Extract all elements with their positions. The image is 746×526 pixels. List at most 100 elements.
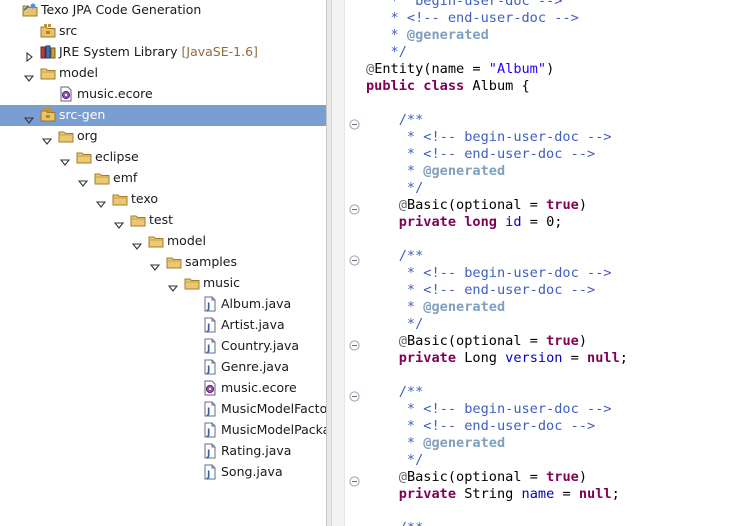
expand-arrow-icon[interactable] bbox=[23, 68, 35, 82]
tree-samples[interactable]: samples bbox=[0, 252, 326, 273]
code-line: * <!-- end-user-doc --> bbox=[366, 418, 595, 435]
project-icon bbox=[22, 2, 38, 18]
expand-arrow-icon[interactable] bbox=[149, 257, 161, 271]
code-token: * bbox=[366, 163, 424, 179]
fold-collapse-icon[interactable] bbox=[349, 115, 360, 130]
expand-arrow-icon[interactable] bbox=[23, 110, 35, 124]
tree-music-ecore2[interactable]: music.ecore bbox=[0, 378, 326, 399]
tree-item-label: model bbox=[59, 65, 98, 81]
code-token: * <!-- end-user-doc --> bbox=[366, 282, 596, 298]
expand-arrow-icon[interactable] bbox=[167, 278, 179, 292]
tree-item-label: Artist.java bbox=[221, 317, 285, 333]
code-token bbox=[366, 350, 399, 366]
ecore-file-icon bbox=[58, 86, 74, 102]
code-line: * <!-- begin-user-doc --> bbox=[366, 129, 612, 146]
svg-text:J: J bbox=[206, 344, 210, 354]
code-line: private Long version = null; bbox=[366, 350, 628, 367]
code-token: = 0; bbox=[521, 214, 563, 230]
tree-item-label: music.ecore bbox=[221, 380, 297, 396]
tree-texo[interactable]: texo bbox=[0, 189, 326, 210]
java-editor[interactable]: * begin-user-doc --> * <!-- end-user-doc… bbox=[332, 0, 746, 526]
fold-collapse-icon[interactable] bbox=[349, 251, 360, 266]
tree-item-decoration: [JavaSE-1.6] bbox=[181, 44, 258, 59]
tree-country-java[interactable]: J Country.java bbox=[0, 336, 326, 357]
expand-arrow-icon[interactable] bbox=[41, 131, 53, 145]
code-line: * begin-user-doc --> bbox=[366, 0, 563, 10]
code-token: true bbox=[546, 197, 579, 213]
tree-model2[interactable]: model bbox=[0, 231, 326, 252]
tree-item-label: Texo JPA Code Generation bbox=[41, 2, 201, 18]
tree-musicmodelfactory[interactable]: J MusicModelFactory bbox=[0, 399, 326, 420]
code-line: /** bbox=[366, 248, 424, 265]
editor-annotation-ruler[interactable] bbox=[332, 0, 345, 526]
code-token: private bbox=[398, 486, 457, 502]
fold-collapse-icon[interactable] bbox=[349, 387, 360, 402]
folder-icon bbox=[94, 170, 110, 186]
tree-musicmodelpackage[interactable]: JMusicModelPackage bbox=[0, 420, 326, 441]
expand-arrow-icon[interactable] bbox=[95, 194, 107, 208]
code-token: public bbox=[366, 78, 416, 94]
tree-model[interactable]: model bbox=[0, 63, 326, 84]
tree-item-label: music bbox=[203, 275, 240, 291]
tree-org[interactable]: org bbox=[0, 126, 326, 147]
code-token: */ bbox=[366, 452, 424, 468]
tree-item-label: MusicModelFactory bbox=[221, 401, 326, 417]
tree-src-gen[interactable]: src-gen bbox=[0, 105, 326, 126]
code-line: * <!-- end-user-doc --> bbox=[366, 10, 579, 27]
fold-collapse-icon[interactable] bbox=[349, 200, 360, 215]
code-token: = bbox=[554, 486, 579, 502]
editor-code-area[interactable]: * begin-user-doc --> * <!-- end-user-doc… bbox=[366, 0, 746, 526]
tree-emf[interactable]: emf bbox=[0, 168, 326, 189]
code-line: private String name = null; bbox=[366, 486, 620, 503]
expand-arrow-icon[interactable] bbox=[59, 152, 71, 166]
expand-arrow-icon[interactable] bbox=[77, 173, 89, 187]
code-token bbox=[497, 214, 505, 230]
view-splitter[interactable] bbox=[326, 0, 332, 526]
tree-test[interactable]: test bbox=[0, 210, 326, 231]
tree-eclipse[interactable]: eclipse bbox=[0, 147, 326, 168]
code-token: ; bbox=[619, 350, 628, 366]
tree-item-label: eclipse bbox=[95, 149, 139, 165]
tree-item-text: Song.java bbox=[221, 464, 283, 479]
fold-collapse-icon[interactable] bbox=[349, 336, 360, 351]
java-file-icon: J bbox=[202, 338, 218, 354]
tree-item-text: Genre.java bbox=[221, 359, 290, 374]
expand-arrow-icon[interactable] bbox=[131, 236, 143, 250]
code-token: Basic(optional = bbox=[406, 197, 547, 213]
code-token: @generated bbox=[406, 27, 489, 43]
tree-item-label: Album.java bbox=[221, 296, 291, 312]
java-file-icon: J bbox=[202, 317, 218, 333]
code-line: * <!-- begin-user-doc --> bbox=[366, 265, 612, 282]
tree-src[interactable]: src bbox=[0, 21, 326, 42]
tree-item-label: Country.java bbox=[221, 338, 299, 354]
java-file-icon: J bbox=[202, 296, 218, 312]
tree-music-ecore[interactable]: music.ecore bbox=[0, 84, 326, 105]
java-file-icon: J bbox=[202, 401, 218, 417]
expand-arrow-icon[interactable] bbox=[113, 215, 125, 229]
tree-project[interactable]: Texo JPA Code Generation bbox=[0, 0, 326, 21]
code-token: * <!-- end-user-doc --> bbox=[366, 10, 579, 26]
code-token: @generated bbox=[423, 299, 506, 315]
svg-text:J: J bbox=[206, 449, 210, 459]
svg-text:J: J bbox=[206, 407, 210, 417]
collapse-arrow-icon[interactable] bbox=[24, 47, 34, 63]
tree-item-label: src-gen bbox=[59, 107, 105, 123]
tree-jre[interactable]: JRE System Library [JavaSE-1.6] bbox=[0, 42, 326, 63]
code-line: @Basic(optional = true) bbox=[366, 333, 587, 350]
tree-item-text: Artist.java bbox=[221, 317, 285, 332]
code-token: * <!-- end-user-doc --> bbox=[366, 146, 596, 162]
tree-item-text: eclipse bbox=[95, 149, 139, 164]
code-line: /** bbox=[366, 112, 424, 129]
fold-collapse-icon[interactable] bbox=[349, 472, 360, 487]
code-token: /** bbox=[366, 248, 424, 264]
code-line: @Basic(optional = true) bbox=[366, 469, 587, 486]
tree-music[interactable]: music bbox=[0, 273, 326, 294]
code-token: @ bbox=[398, 333, 407, 349]
ecore-file-icon bbox=[202, 380, 218, 396]
